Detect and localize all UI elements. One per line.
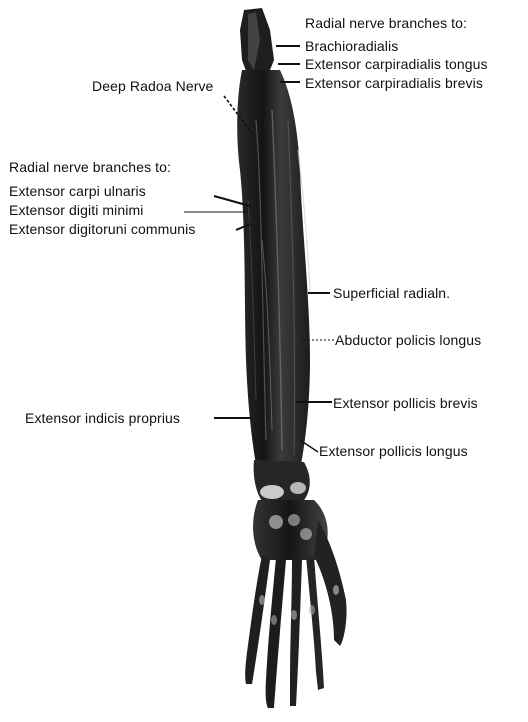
- label-extensor-pollicis-brevis: Extensor pollicis brevis: [333, 395, 478, 411]
- label-extensor-indicis-proprius: Extensor indicis proprius: [25, 410, 180, 426]
- label-superficial-radial-nerve: Superficial radialn.: [333, 285, 450, 301]
- radial-branches-left-heading: Radial nerve branches to:: [9, 159, 171, 175]
- label-deep-radial-nerve: Deep Radoa Nerve: [92, 78, 213, 94]
- label-extensor-carpiradialis-brevis: Extensor carpiradialis brevis: [305, 75, 483, 91]
- hand-region: [245, 500, 346, 708]
- radial-branches-top-heading: Radial nerve branches to:: [305, 15, 467, 31]
- forearm-muscles: [237, 70, 310, 470]
- label-brachioradialis: Brachioradialis: [305, 38, 398, 54]
- label-extensor-pollicis-longus: Extensor pollicis longus: [319, 443, 468, 459]
- label-extensor-digitorum-communis: Extensor digitoruni communis: [9, 221, 195, 237]
- label-abductor-pollicis-longus: Abductor policis longus: [335, 332, 481, 348]
- wrist-region: [254, 460, 310, 505]
- label-extensor-carpiradialis-tongus: Extensor carpiradialis tongus: [305, 56, 488, 72]
- label-extensor-carpi-ulnaris: Extensor carpi ulnaris: [9, 183, 146, 199]
- label-extensor-digiti-minimi: Extensor digiti minimi: [9, 202, 143, 218]
